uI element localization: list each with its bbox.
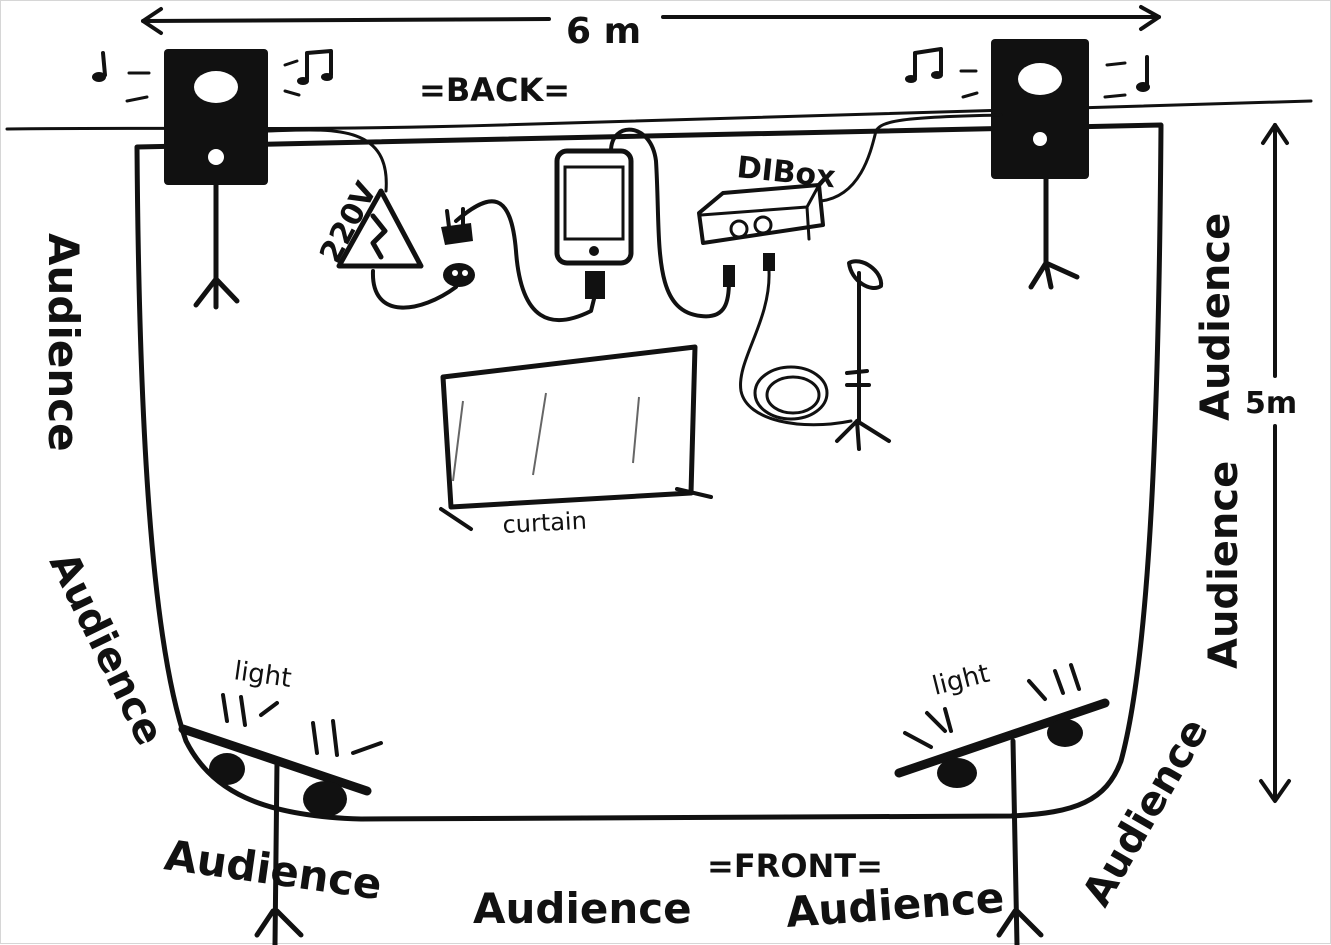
audience-left-upper: Audience xyxy=(39,233,88,452)
speaker-icon-left xyxy=(164,49,268,310)
depth-dimension-arrow xyxy=(1259,123,1291,803)
width-dimension-arrow xyxy=(141,5,1161,35)
front-label: =FRONT= xyxy=(707,847,883,885)
stage-light-icon-left xyxy=(178,693,383,945)
power-plug-icon xyxy=(441,207,475,287)
audience-bottom-center: Audience xyxy=(473,884,692,933)
music-note-icon-left xyxy=(92,49,333,103)
curtain-label: curtain xyxy=(502,507,588,539)
music-note-icon-right xyxy=(905,47,1150,99)
microphone-icon xyxy=(835,259,891,451)
light-right-label: light xyxy=(929,659,992,702)
high-voltage-icon xyxy=(336,188,424,269)
light-left-label: light xyxy=(232,656,293,694)
curtain-icon xyxy=(439,344,713,531)
di-box-label: DIBox xyxy=(735,150,837,195)
stage-light-icon-right xyxy=(894,663,1110,945)
cables xyxy=(266,113,1003,427)
audience-right-upper: Audience xyxy=(1193,213,1239,421)
phone-icon xyxy=(554,148,634,299)
stage-outline xyxy=(134,122,1164,822)
audience-right-lower: Audience xyxy=(1074,711,1218,914)
di-box-icon xyxy=(697,183,825,287)
speaker-icon-right xyxy=(991,39,1089,290)
back-label: =BACK= xyxy=(419,71,570,109)
voltage-label: 220V xyxy=(313,176,385,269)
audience-right-mid: Audience xyxy=(1201,461,1247,669)
depth-label: 5m xyxy=(1245,386,1297,421)
width-label: 6 m xyxy=(566,11,641,52)
